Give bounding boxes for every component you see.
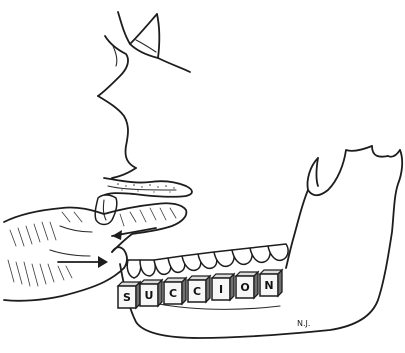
letter-block-n: N — [260, 270, 282, 296]
letter-block-c1: C — [164, 278, 186, 304]
upper-jaw — [102, 178, 192, 197]
block-letter-c: C — [169, 287, 177, 300]
upper-incisor — [95, 195, 117, 225]
arrow-head-icon — [98, 256, 108, 268]
letter-block-u: U — [140, 280, 162, 306]
block-letter-i: I — [219, 283, 223, 296]
block-letter-o: O — [240, 281, 249, 294]
letter-block-c2: C — [188, 276, 210, 302]
block-letter-u: U — [145, 289, 154, 302]
block-letter-n: N — [264, 279, 273, 292]
nasal-bone — [98, 12, 190, 96]
letter-block-o: O — [236, 272, 258, 298]
block-letter-s: S — [123, 291, 131, 304]
letter-block-s: S — [118, 282, 140, 308]
facial-profile — [98, 96, 136, 178]
mandible — [120, 146, 402, 338]
palate-stipple — [117, 183, 175, 192]
artist-signature: N.J. — [297, 319, 310, 328]
letter-block-i: I — [212, 274, 234, 300]
block-letter-c: C — [193, 285, 201, 298]
letter-blocks: S U C C I O — [118, 270, 282, 308]
